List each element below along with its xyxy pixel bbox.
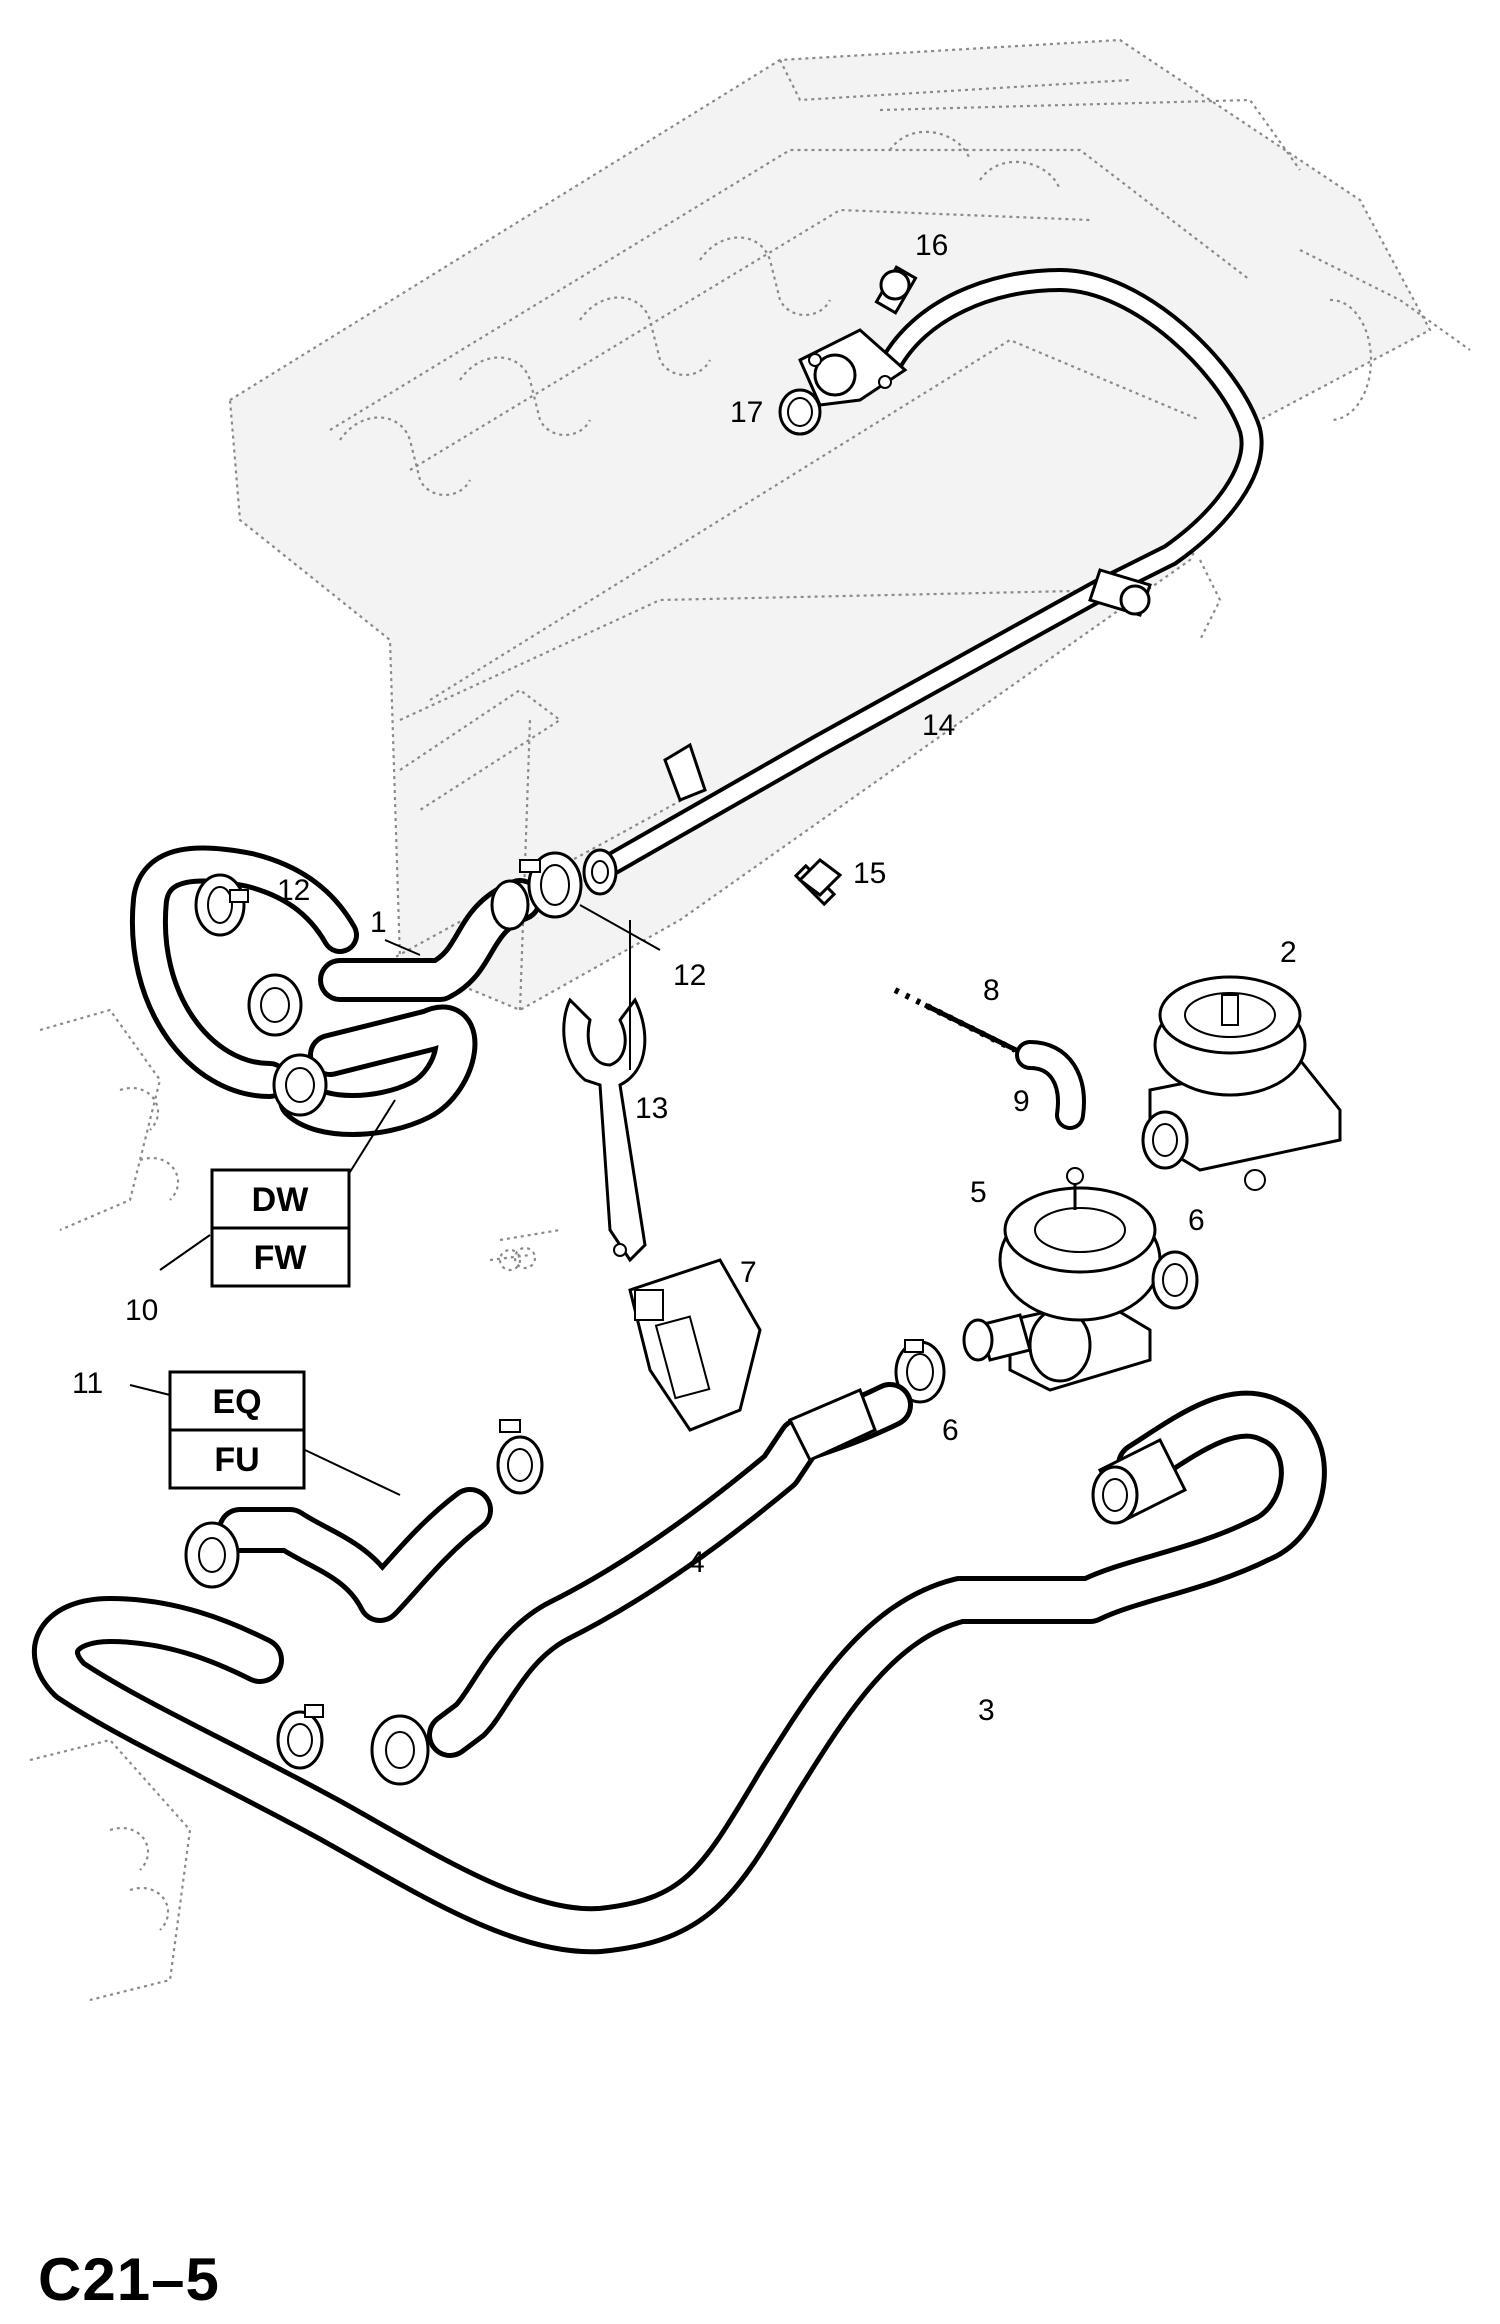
callout-5: 5 (970, 1176, 987, 1209)
clamp-3 (276, 1704, 324, 1770)
hose-11-variant (184, 1419, 544, 1623)
bracket-13 (489, 997, 647, 1272)
hose-9 (1015, 1040, 1086, 1130)
pipe-14 (582, 268, 1264, 896)
callout-12b: 12 (673, 959, 706, 992)
hose-4 (370, 1382, 913, 1786)
clamp-12b (519, 851, 583, 919)
tube-8 (893, 987, 1022, 1055)
callout-8: 8 (983, 974, 1000, 1007)
hose-1 (129, 845, 542, 1137)
code-box-11-top: EQ (212, 1383, 261, 1421)
callout-4: 4 (688, 1546, 705, 1579)
leader-lines (129, 904, 661, 1496)
bolt-16 (874, 265, 918, 315)
code-box-10: DW FW (210, 1168, 351, 1288)
callout-7: 7 (740, 1256, 757, 1289)
clamp-6a (1151, 1250, 1199, 1310)
callout-3: 3 (978, 1694, 995, 1727)
callout-11: 11 (72, 1367, 103, 1400)
engine-ghost-outline (29, 38, 1471, 2002)
callout-10: 10 (125, 1294, 158, 1327)
callout-13: 13 (635, 1092, 668, 1125)
callout-9: 9 (1013, 1085, 1030, 1118)
callout-1: 1 (370, 906, 387, 939)
callout-16: 16 (915, 229, 948, 262)
code-box-10-top: DW (252, 1181, 310, 1219)
valve-2 (1141, 975, 1342, 1191)
callout-labels: 1 2 3 4 5 6 6 7 8 9 10 11 12 12 13 14 15… (72, 229, 1297, 1727)
flange-17 (778, 328, 908, 436)
clamp-6b (894, 1339, 946, 1404)
callout-14: 14 (922, 709, 955, 742)
bolt-15 (793, 858, 843, 907)
code-box-10-bottom: FW (254, 1239, 308, 1277)
callout-15: 15 (853, 857, 886, 890)
hose-3 (32, 1390, 1327, 1955)
code-box-11: EQ FU (168, 1370, 306, 1490)
clamp-12a (194, 873, 249, 937)
valve-5 (962, 1167, 1162, 1392)
code-box-11-bottom: FU (214, 1441, 259, 1479)
callout-17: 17 (730, 396, 763, 429)
callout-6a: 6 (1188, 1204, 1205, 1237)
callout-6b: 6 (942, 1414, 959, 1447)
callout-12a: 12 (277, 874, 310, 907)
holder-7 (628, 1258, 762, 1432)
figure-reference: C21–5 (38, 2246, 220, 2313)
callout-2: 2 (1280, 936, 1297, 969)
